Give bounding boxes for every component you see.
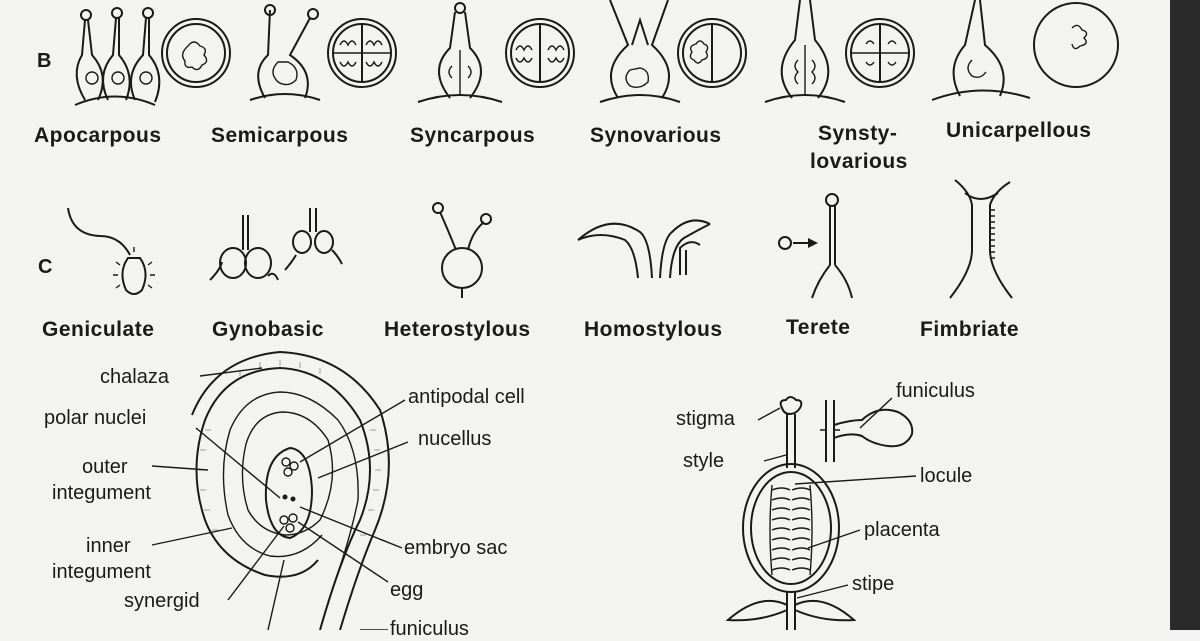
pistil-label-stipe: stipe	[852, 573, 895, 595]
apocarpous-figure	[74, 7, 231, 106]
label-unicarpellous: Unicarpellous	[946, 119, 1092, 142]
label-syncarpous: Syncarpous	[410, 124, 536, 147]
label-geniculate: Geniculate	[42, 318, 155, 341]
heterostylous-figure	[432, 202, 492, 298]
ovule-label-antipodal-cell: antipodal cell	[408, 386, 525, 408]
label-synovarious: Synovarious	[590, 124, 722, 147]
pistil-label-funiculus: funiculus	[896, 380, 975, 402]
fimbriate-figure	[949, 179, 1013, 299]
terete-figure	[778, 193, 853, 299]
syncarpous-figure	[417, 2, 575, 103]
synovarious-figure	[599, 0, 747, 103]
ovule-label-embryo-sac: embryo sac	[404, 537, 508, 559]
label-gynobasic: Gynobasic	[212, 318, 324, 341]
page-edge-shadow	[1170, 0, 1200, 630]
label-terete: Terete	[786, 316, 851, 339]
gynobasic-figure	[209, 208, 343, 281]
ovule-label-inner-integument: integument	[52, 561, 151, 583]
pistil-figure	[725, 396, 917, 630]
label-synstylovarious-line2: lovarious	[810, 150, 908, 173]
label-fimbriate: Fimbriate	[920, 318, 1020, 341]
label-synstylovarious-line1: Synsty-	[818, 122, 898, 145]
label-homostylous: Homostylous	[584, 318, 723, 341]
homostylous-figure	[577, 219, 711, 279]
pistil-label-locule: locule	[920, 465, 973, 487]
ovule-label-outer: outer	[82, 456, 128, 478]
pistil-label-placenta: placenta	[864, 519, 940, 541]
row-label-b: B	[37, 50, 52, 72]
synstylovarious-figure	[764, 0, 915, 103]
semicarpous-figure	[249, 4, 397, 101]
ovule-label-inner: inner	[86, 535, 131, 557]
ovule-label-chalaza: chalaza	[100, 366, 169, 388]
label-heterostylous: Heterostylous	[384, 318, 531, 341]
ovule-label-nucellus: nucellus	[418, 428, 492, 450]
ovule-label-synergid: synergid	[124, 590, 200, 612]
pistil-label-stigma: stigma	[676, 408, 735, 430]
geniculate-figure	[67, 207, 155, 295]
label-semicarpous: Semicarpous	[211, 124, 349, 147]
ovule-label-outer-integument: integument	[52, 482, 151, 504]
ovule-label-egg: egg	[390, 579, 424, 601]
label-apocarpous: Apocarpous	[34, 124, 162, 147]
ovule-label-polar-nuclei: polar nuclei	[44, 407, 147, 429]
row-label-c: C	[38, 256, 53, 278]
pistil-label-style: style	[683, 450, 725, 472]
ovule-figure	[151, 350, 409, 630]
unicarpellous-figure	[931, 0, 1119, 101]
